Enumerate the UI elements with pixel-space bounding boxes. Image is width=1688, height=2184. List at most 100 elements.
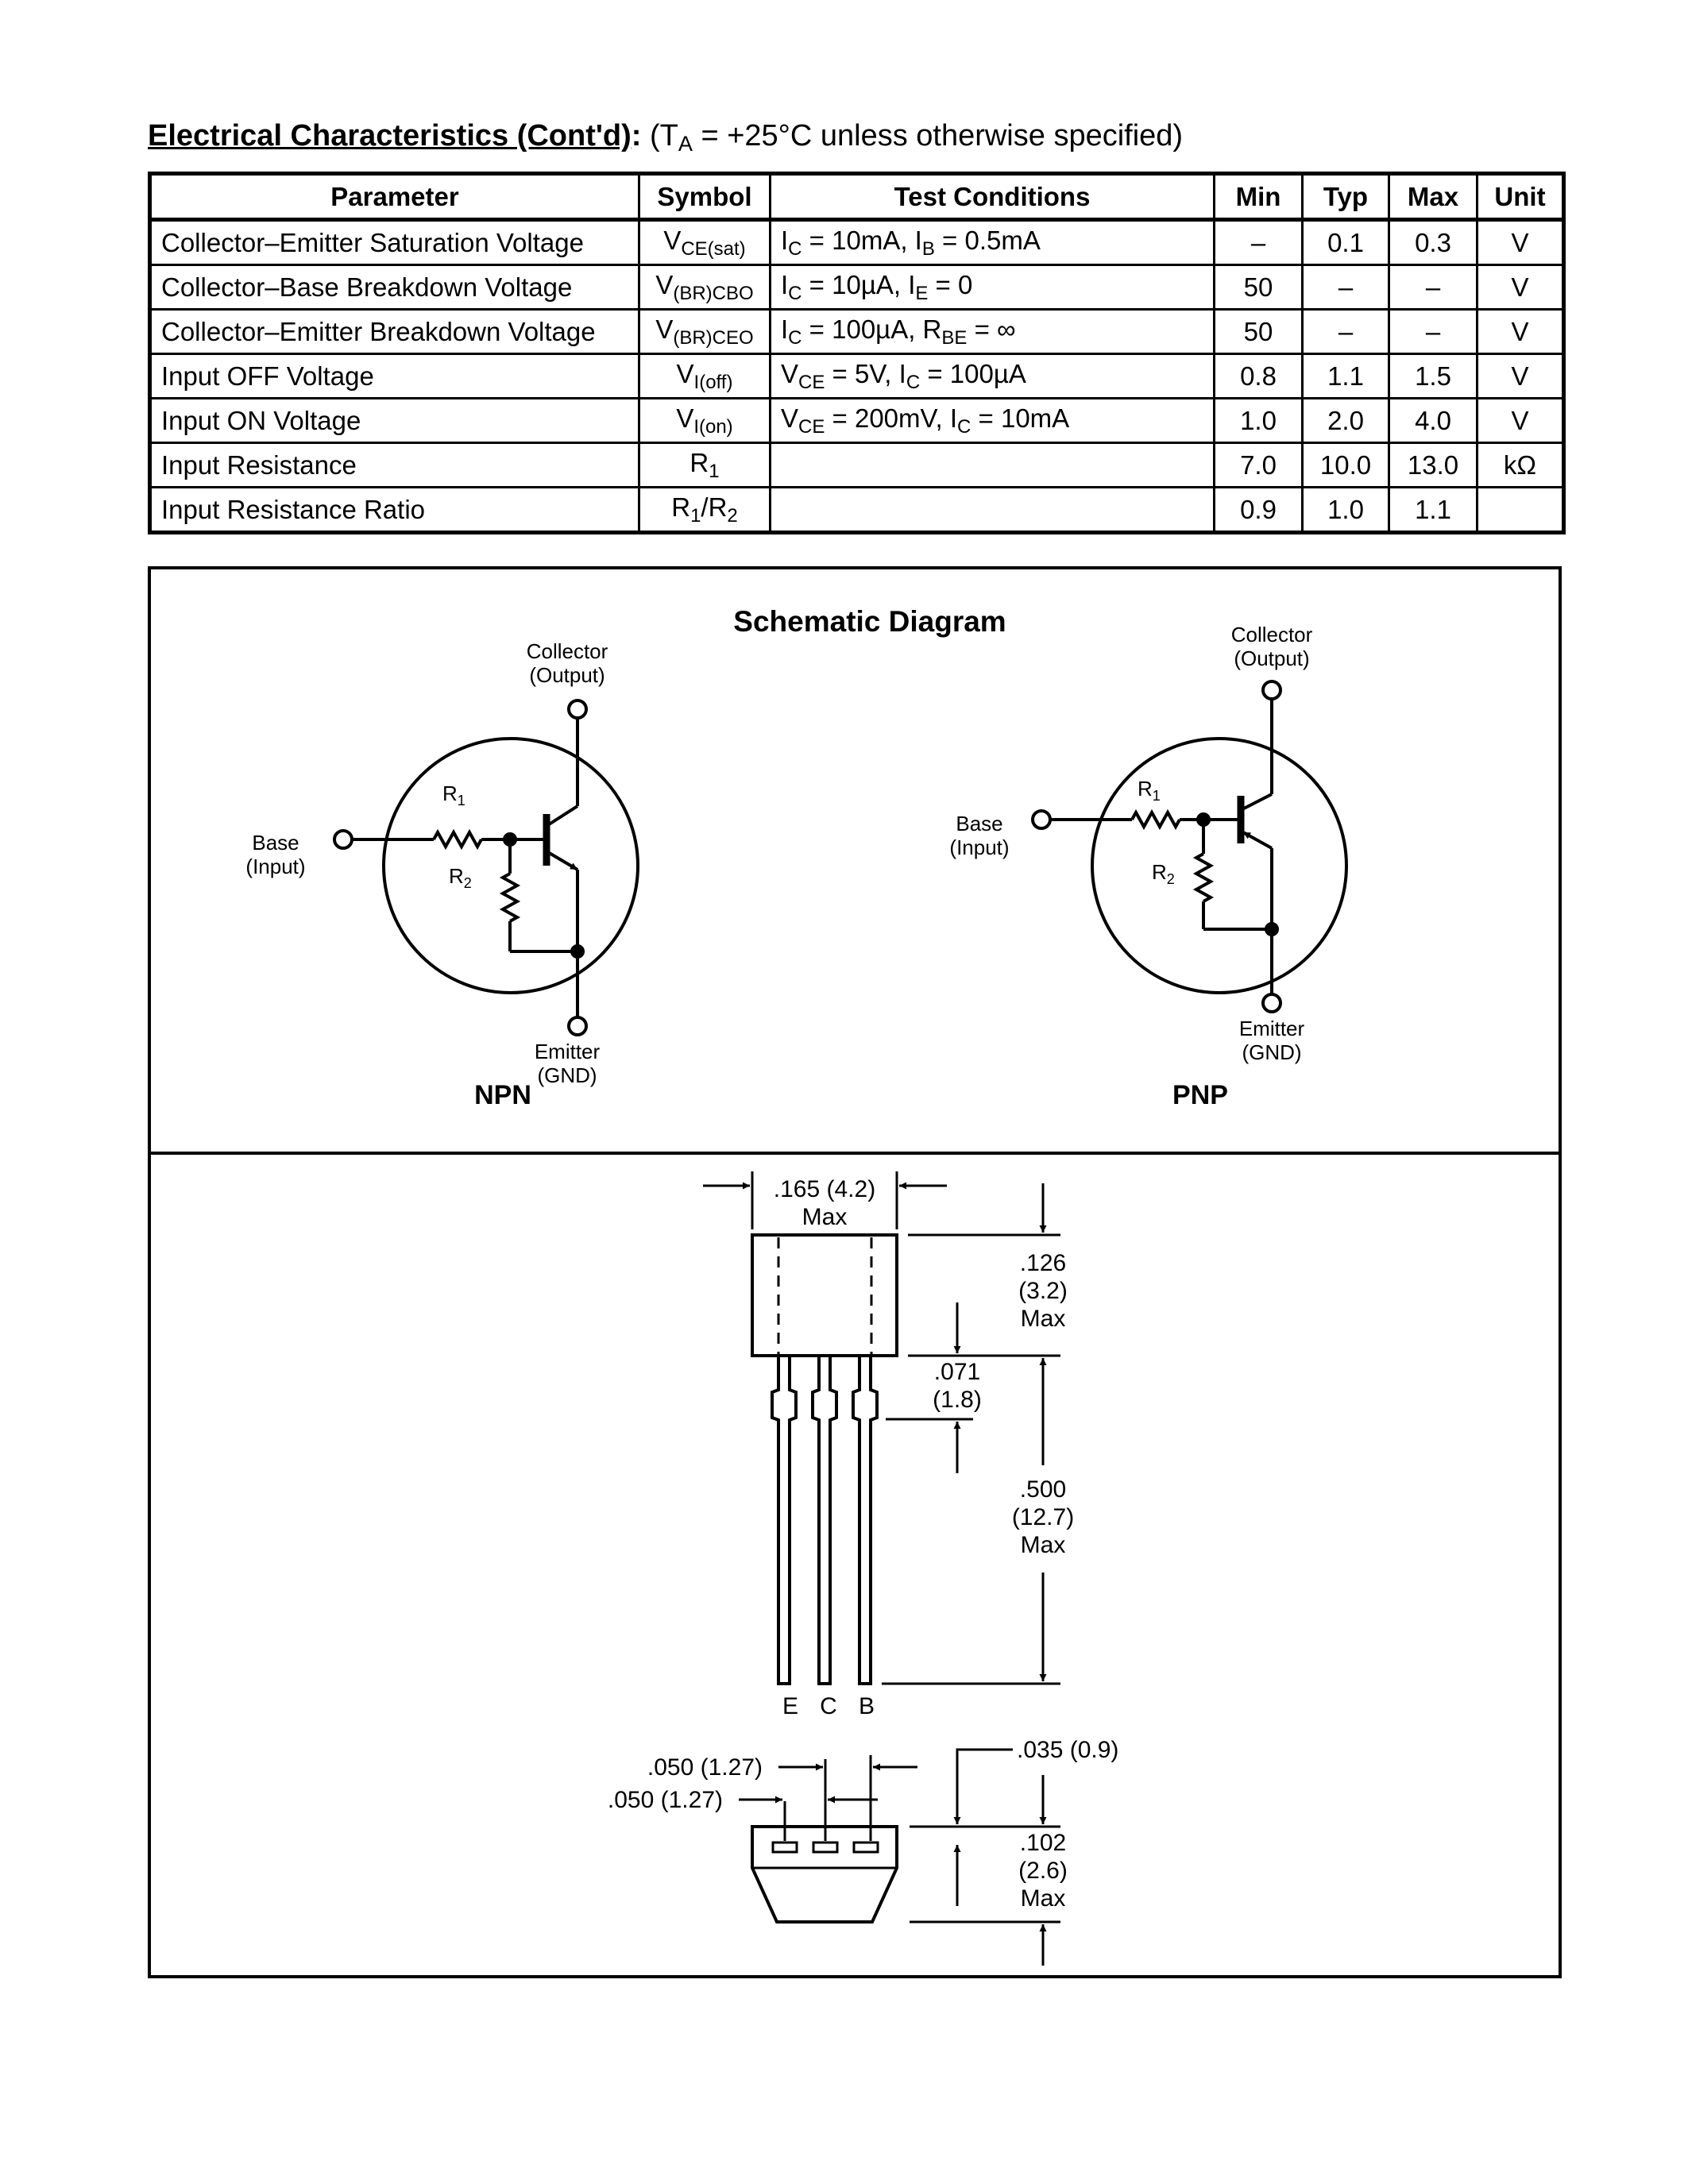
symbol-sub: I(off) bbox=[693, 371, 733, 393]
npn-emitter-terminal bbox=[567, 1016, 588, 1036]
condition-text: V bbox=[781, 358, 799, 388]
npn-base-label: Base bbox=[252, 831, 299, 855]
lead-emitter bbox=[771, 1356, 798, 1685]
condition-subscript: C bbox=[788, 282, 802, 304]
pitch-1-label: .050 (1.27) bbox=[647, 1754, 763, 1781]
symbol-sub: (BR)CBO bbox=[673, 282, 754, 304]
test-conditions-cell: IC = 10mA, IB = 0.5mA bbox=[769, 218, 1215, 266]
condition-text: = 10mA, I bbox=[802, 225, 922, 255]
pnp-base-terminal bbox=[1031, 809, 1052, 830]
parameter-cell: Input ON Voltage bbox=[149, 397, 640, 444]
parameter-cell: Input Resistance Ratio bbox=[149, 486, 640, 534]
shoulder-mm-label: (1.8) bbox=[933, 1387, 982, 1413]
condition-text: = 0 bbox=[928, 269, 973, 299]
col-header-symbol: Symbol bbox=[638, 172, 771, 222]
max-cell: 4.0 bbox=[1388, 397, 1478, 444]
npn-collector-terminal bbox=[567, 699, 588, 720]
condition-text: I bbox=[781, 314, 789, 344]
npn-r2-label: R2 bbox=[449, 864, 472, 891]
pnp-label: PNP bbox=[1172, 1080, 1228, 1110]
typ-cell: 1.1 bbox=[1301, 353, 1390, 399]
condition-text: = 0.5mA bbox=[934, 225, 1041, 255]
package-labels: .165 (4.2) Max .126 (3.2) Max .071 (1.8)… bbox=[608, 1176, 1119, 1912]
pnp-r2-resistor bbox=[1192, 852, 1215, 903]
min-cell: 1.0 bbox=[1213, 397, 1304, 444]
pin-e-label: E bbox=[782, 1693, 798, 1719]
lead-base bbox=[852, 1356, 879, 1685]
typ-cell: – bbox=[1301, 264, 1390, 311]
symbol-sub: I(on) bbox=[693, 415, 733, 438]
pnp-labels: Collector (Output) Base (Input) Emitter … bbox=[949, 623, 1312, 1110]
pnp-gnd-label: (GND) bbox=[1242, 1040, 1301, 1064]
condition-text: = 5V, I bbox=[825, 358, 906, 388]
heading-colon: : bbox=[631, 119, 642, 152]
npn-r2-resistor bbox=[499, 872, 521, 923]
symbol-cell: V(BR)CBO bbox=[638, 264, 771, 311]
test-conditions-cell: VCE = 200mV, IC = 10mA bbox=[769, 397, 1215, 444]
col-header-min: Min bbox=[1213, 172, 1304, 222]
condition-text: = ∞ bbox=[967, 314, 1016, 344]
npn-input-label: (Input) bbox=[245, 855, 305, 878]
col-header-parameter: Parameter bbox=[149, 172, 640, 222]
symbol-main: V bbox=[676, 358, 694, 388]
npn-label: NPN bbox=[474, 1080, 531, 1110]
package-leads bbox=[771, 1356, 879, 1685]
typ-cell: – bbox=[1301, 308, 1390, 355]
symbol-cell: VI(on) bbox=[638, 397, 771, 444]
pin-c-label: C bbox=[820, 1693, 837, 1719]
symbol-main: V bbox=[663, 225, 682, 255]
condition-text: I bbox=[781, 269, 789, 299]
parameter-cell: Input Resistance bbox=[149, 442, 640, 488]
condition-subscript: BE bbox=[941, 326, 968, 349]
condition-subscript: C bbox=[788, 237, 802, 260]
heading-condition-suffix: = +25°C unless otherwise specified) bbox=[692, 119, 1184, 152]
max-cell: – bbox=[1388, 264, 1478, 311]
npn-r1-label: R1 bbox=[442, 781, 465, 808]
parameter-cell: Collector–Base Breakdown Voltage bbox=[149, 264, 640, 311]
unit-cell bbox=[1476, 486, 1565, 534]
npn-collector-label: Collector bbox=[527, 639, 608, 663]
pnp-r1-label: R1 bbox=[1138, 777, 1161, 804]
symbol-cell: R1 bbox=[638, 442, 771, 488]
unit-cell: V bbox=[1476, 308, 1565, 355]
test-conditions-cell: VCE = 5V, IC = 100µA bbox=[769, 353, 1215, 399]
pnp-transistor-envelope bbox=[1091, 737, 1348, 994]
npn-emitter-label: Emitter bbox=[535, 1040, 601, 1063]
heading-condition-sub: A bbox=[678, 132, 693, 156]
figure-divider bbox=[148, 1152, 1562, 1155]
test-conditions-cell bbox=[769, 442, 1215, 488]
parameter-cell: Input OFF Voltage bbox=[149, 353, 640, 399]
symbol-cell: VI(off) bbox=[638, 353, 771, 399]
pnp-emitter-terminal bbox=[1261, 993, 1282, 1013]
test-conditions-cell: IC = 100µA, RBE = ∞ bbox=[769, 308, 1215, 355]
shoulder-dimension-label: .071 bbox=[934, 1359, 980, 1385]
pnp-r1-resistor bbox=[1130, 808, 1181, 831]
symbol-main: V bbox=[655, 269, 674, 299]
col-header-typ: Typ bbox=[1301, 172, 1390, 222]
symbol-sub: 1 bbox=[690, 504, 701, 527]
npn-labels: Collector (Output) Base (Input) Emitter … bbox=[245, 639, 608, 1110]
typ-cell: 0.1 bbox=[1301, 218, 1390, 266]
pnp-schematic bbox=[1031, 680, 1348, 1013]
npn-base-terminal bbox=[333, 829, 353, 850]
max-cell: 13.0 bbox=[1388, 442, 1478, 488]
pnp-collector-label: Collector bbox=[1231, 623, 1313, 646]
symbol-cell: R1/R2 bbox=[638, 486, 771, 534]
min-cell: 50 bbox=[1213, 308, 1304, 355]
condition-subscript: C bbox=[788, 326, 802, 349]
height-mm-label: (3.2) bbox=[1018, 1278, 1068, 1304]
unit-cell: V bbox=[1476, 353, 1565, 399]
unit-cell: kΩ bbox=[1476, 442, 1565, 488]
symbol-sub: 1 bbox=[709, 460, 720, 482]
pnp-collector-terminal bbox=[1261, 680, 1282, 700]
pnp-emitter-label: Emitter bbox=[1239, 1017, 1305, 1040]
lead-width-label: .035 (0.9) bbox=[1017, 1737, 1118, 1763]
max-cell: – bbox=[1388, 308, 1478, 355]
depth-mm-label: (2.6) bbox=[1018, 1858, 1068, 1884]
